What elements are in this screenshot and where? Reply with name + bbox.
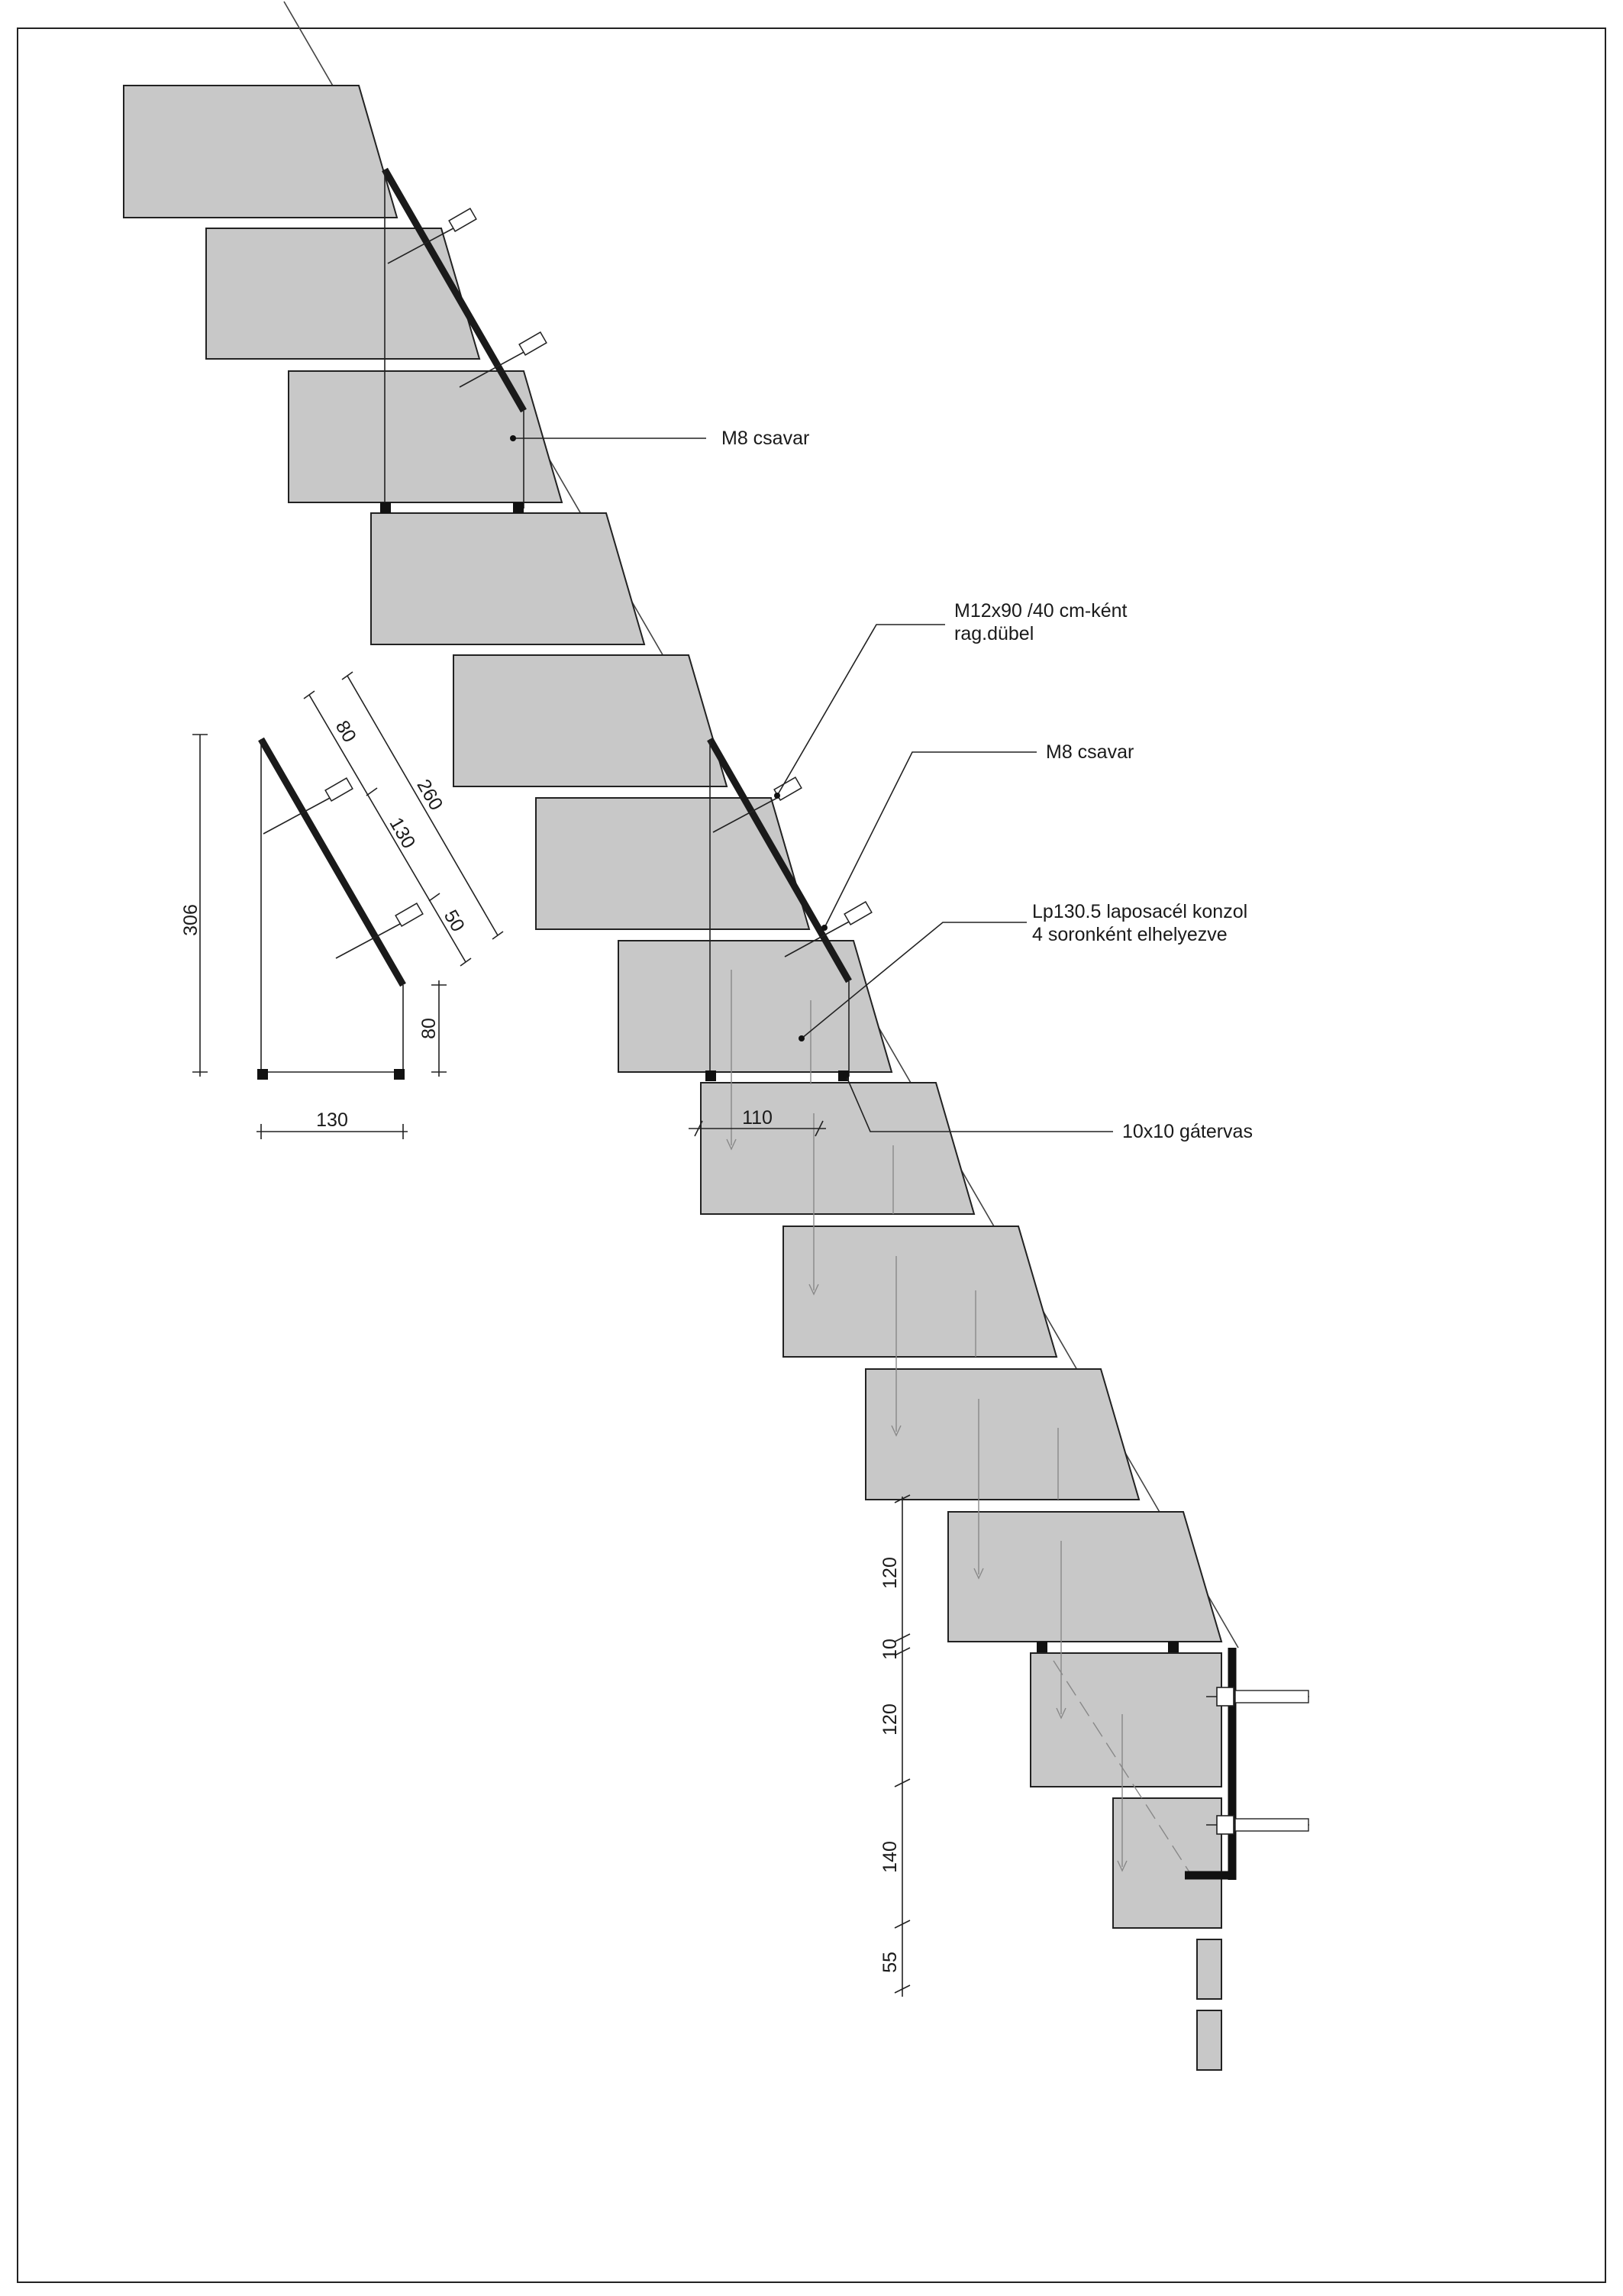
dim-diag-260: 260 (412, 776, 447, 814)
detail-plate (258, 737, 406, 987)
detail-dimension-lines (192, 671, 504, 1139)
dowel-icon (335, 903, 424, 959)
filler-block-1 (1196, 1939, 1222, 2000)
label-dowel-line2: rag.dübel (954, 623, 1034, 644)
dowel-icon (387, 208, 477, 264)
dim-detail-base: 130 (316, 1109, 348, 1131)
tread-8 (700, 1082, 976, 1215)
annotations: M8 csavar M12x90 /40 cm-ként rag.dübel M… (721, 428, 1253, 1142)
console-upper-plate (382, 167, 527, 413)
dowel-icon (459, 331, 547, 388)
dim-diag-80: 80 (331, 717, 360, 746)
tread-4 (370, 512, 646, 645)
tread-2 (205, 228, 481, 360)
dim-diag-50: 50 (440, 906, 469, 935)
detail-bar-left (257, 1069, 268, 1080)
console-detail (257, 737, 424, 1080)
label-m8-top: M8 csavar (721, 428, 809, 449)
label-console-line2: 4 soronként elhelyezve (1032, 924, 1228, 945)
console-upper-bar-left (380, 502, 391, 513)
console-upper (380, 167, 547, 513)
tread-9 (782, 1226, 1058, 1358)
console-upper-bar-right (513, 502, 524, 513)
sheet-frame (17, 27, 1606, 2283)
tread-5 (453, 654, 728, 787)
bottom-bar-right (1168, 1642, 1179, 1652)
detail-bar-right (394, 1069, 405, 1080)
dim-v-120-a: 120 (879, 1557, 901, 1589)
label-bar: 10x10 gátervas (1122, 1121, 1253, 1142)
tread-6 (535, 797, 811, 930)
stair-treads (123, 85, 1223, 2071)
tread-10 (865, 1368, 1141, 1500)
tread-11 (947, 1511, 1223, 1642)
hidden-lines (726, 970, 1192, 1875)
tread-13 (1112, 1797, 1222, 1929)
dim-v-10: 10 (879, 1639, 901, 1660)
dimension-texts: 306 130 80 80 260 130 50 110 120 10 120 … (180, 717, 901, 1973)
tread-3 (288, 370, 563, 503)
filler-block-2 (1196, 2010, 1222, 2071)
console-middle (705, 737, 873, 1081)
leader-lines (510, 435, 1113, 1132)
label-console-line1: Lp130.5 laposacél konzol (1032, 901, 1247, 922)
dim-detail-leg: 80 (418, 1018, 440, 1039)
dim-v-55: 55 (879, 1952, 901, 1973)
dowel-icon (263, 777, 353, 835)
dim-detail-height: 306 (180, 904, 202, 936)
dim-tread-110: 110 (742, 1107, 773, 1129)
label-m8-mid: M8 csavar (1046, 741, 1134, 763)
dim-v-120-b: 120 (879, 1703, 901, 1736)
label-dowel-line1: M12x90 /40 cm-ként (954, 600, 1128, 622)
anchor-bolt-icon (1206, 1687, 1309, 1707)
tread-7 (618, 940, 893, 1073)
dim-diag-130: 130 (385, 814, 419, 852)
bottom-bar-left (1037, 1642, 1047, 1652)
tread-12 (1030, 1652, 1222, 1787)
dowel-icon (784, 901, 873, 957)
bottom-bracket (1037, 1642, 1309, 1880)
dim-v-140: 140 (879, 1841, 901, 1873)
anchor-bolt-icon (1206, 1815, 1309, 1835)
console-middle-bar-left (705, 1070, 716, 1081)
vertical-dimension-chain (689, 1120, 911, 1997)
console-middle-plate (707, 737, 852, 983)
tread-1 (123, 85, 398, 218)
